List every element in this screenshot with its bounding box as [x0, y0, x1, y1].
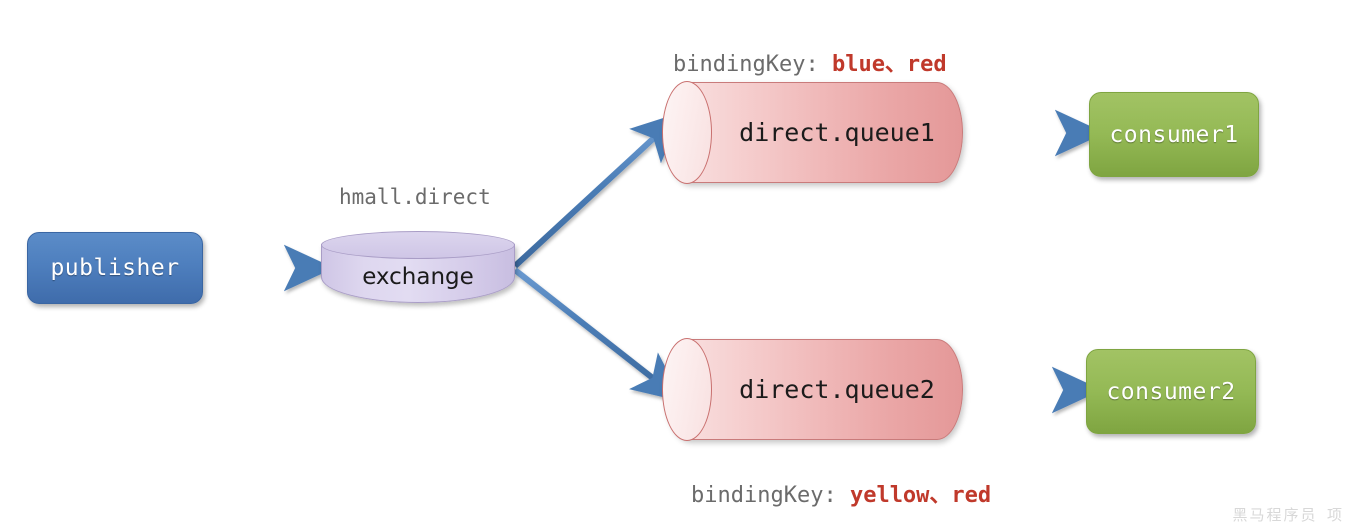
node-exchange[interactable]: exchange: [321, 231, 515, 303]
queue2-label: direct.queue2: [739, 375, 935, 404]
exchange-label: exchange: [362, 264, 474, 290]
arrow-exchange-to-queue1: [512, 111, 683, 269]
arrow-exchange-to-queue2: [513, 267, 684, 402]
node-consumer1[interactable]: consumer1: [1089, 92, 1259, 177]
queue1-cylinder-cap: [662, 81, 712, 184]
binding-keys-queue1: blue、red: [831, 52, 947, 77]
queue2-cylinder-cap: [662, 338, 712, 441]
binding-label-queue1: bindingKey: blue、red: [673, 46, 947, 78]
queue1-label: direct.queue1: [739, 118, 935, 147]
exchange-caption: hmall.direct: [339, 185, 491, 209]
consumer1-label: consumer1: [1109, 121, 1239, 148]
binding-keys-queue2: yellow、red: [849, 483, 992, 508]
exchange-cylinder-top: [321, 231, 515, 259]
node-queue2[interactable]: direct.queue2: [662, 338, 963, 441]
binding-label-queue2: bindingKey: yellow、red: [691, 477, 991, 509]
consumer2-label: consumer2: [1106, 378, 1236, 405]
binding-prefix-queue2: bindingKey:: [691, 483, 837, 508]
binding-prefix-queue1: bindingKey:: [673, 52, 819, 77]
node-consumer2[interactable]: consumer2: [1086, 349, 1256, 434]
node-publisher[interactable]: publisher: [27, 232, 203, 304]
node-queue1[interactable]: direct.queue1: [662, 81, 963, 184]
publisher-label: publisher: [50, 255, 180, 281]
watermark: 黑马程序员_项: [1232, 506, 1344, 522]
queue1-cylinder-body: [663, 82, 963, 183]
